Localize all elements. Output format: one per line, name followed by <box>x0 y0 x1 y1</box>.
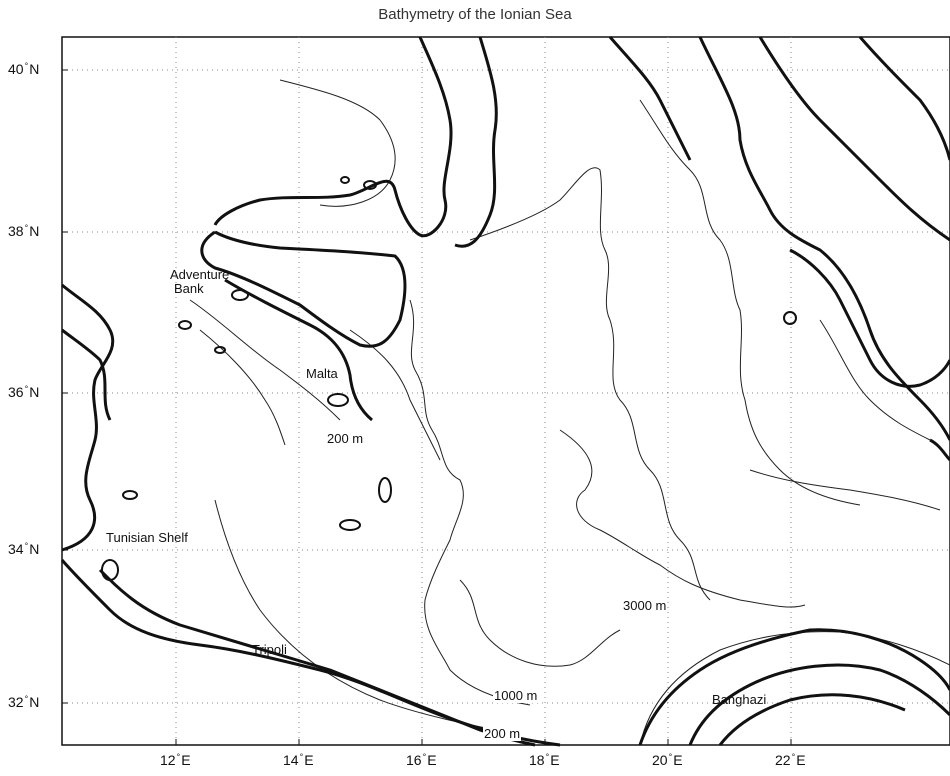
coastlines <box>60 36 950 747</box>
lon-label-16: 16°E <box>406 752 437 768</box>
sicily-shelf <box>224 278 373 422</box>
contour-3000m-east <box>639 99 861 506</box>
italy-coast <box>213 36 453 238</box>
libya-shelf-200 <box>98 568 536 747</box>
depth-label-200m-sicily: 200 m <box>326 431 365 446</box>
greece-coast-2 <box>758 36 950 242</box>
aeolian-2 <box>340 176 350 184</box>
lat-label-32: 32°N <box>8 694 40 710</box>
contour-3000m-central <box>469 167 711 601</box>
seamount-2 <box>339 519 361 531</box>
contour-east-basin <box>749 469 941 511</box>
map-title: Bathymetry of the Ionian Sea <box>378 6 572 23</box>
cyrenaica-shelf-outer <box>718 693 906 746</box>
lat-label-38: 38°N <box>8 223 40 239</box>
lat-label-36: 36°N <box>8 384 40 400</box>
grid <box>62 37 950 745</box>
ticks <box>62 69 792 745</box>
adriatic-inner <box>608 36 692 161</box>
place-label-tunisian-shelf: Tunisian Shelf <box>106 530 188 545</box>
contour-libya-thin <box>639 631 950 746</box>
contour-east-coast <box>819 319 931 441</box>
adventure-shoal <box>231 289 249 301</box>
lon-label-20: 20°E <box>652 752 683 768</box>
islands <box>101 176 797 581</box>
depth-label-200m-libya: 200 m <box>483 726 522 741</box>
lat-label-40: 40°N <box>8 61 40 77</box>
depth-label-3000m: 3000 m <box>622 598 668 613</box>
kerkennah <box>122 490 138 500</box>
cyrenaica-shelf <box>688 663 950 746</box>
jerba <box>101 559 119 581</box>
tunisia-coast-north <box>61 283 115 552</box>
lon-label-12: 12°E <box>160 752 191 768</box>
italy-heel <box>454 36 498 248</box>
crete-coast <box>929 438 950 462</box>
pantelleria <box>178 320 192 330</box>
contour-mid-inner <box>459 579 621 667</box>
cyrenaica-coast <box>638 628 950 746</box>
lon-label-18: 18°E <box>529 752 560 768</box>
greece-coast-1 <box>698 36 950 441</box>
place-label-adventure-bank: Adventure Bank <box>170 267 230 296</box>
greece-coast-3 <box>858 36 950 161</box>
place-label-banghazi: Banghazi <box>712 692 767 707</box>
place-label-malta: Malta <box>306 366 338 381</box>
tunisia-shelf <box>61 328 112 421</box>
malta-island <box>327 393 349 407</box>
contour-northern-sicily <box>279 79 396 207</box>
peloponnese <box>789 248 950 388</box>
place-label-tripoli: Tripoli <box>252 642 287 657</box>
zakynthos <box>783 311 797 325</box>
contour-ridge-1 <box>189 299 341 421</box>
lon-label-14: 14°E <box>283 752 314 768</box>
lon-label-22: 22°E <box>775 752 806 768</box>
contour-2000m <box>559 429 806 608</box>
plot-frame <box>61 36 950 746</box>
contour-3000m-west <box>409 299 531 706</box>
seamount-1 <box>378 477 392 503</box>
lampedusa <box>214 346 226 354</box>
sicily-coast <box>200 230 407 348</box>
depth-label-1000m: 1000 m <box>493 688 539 703</box>
aeolian-1 <box>363 180 377 190</box>
lat-label-34: 34°N <box>8 541 40 557</box>
